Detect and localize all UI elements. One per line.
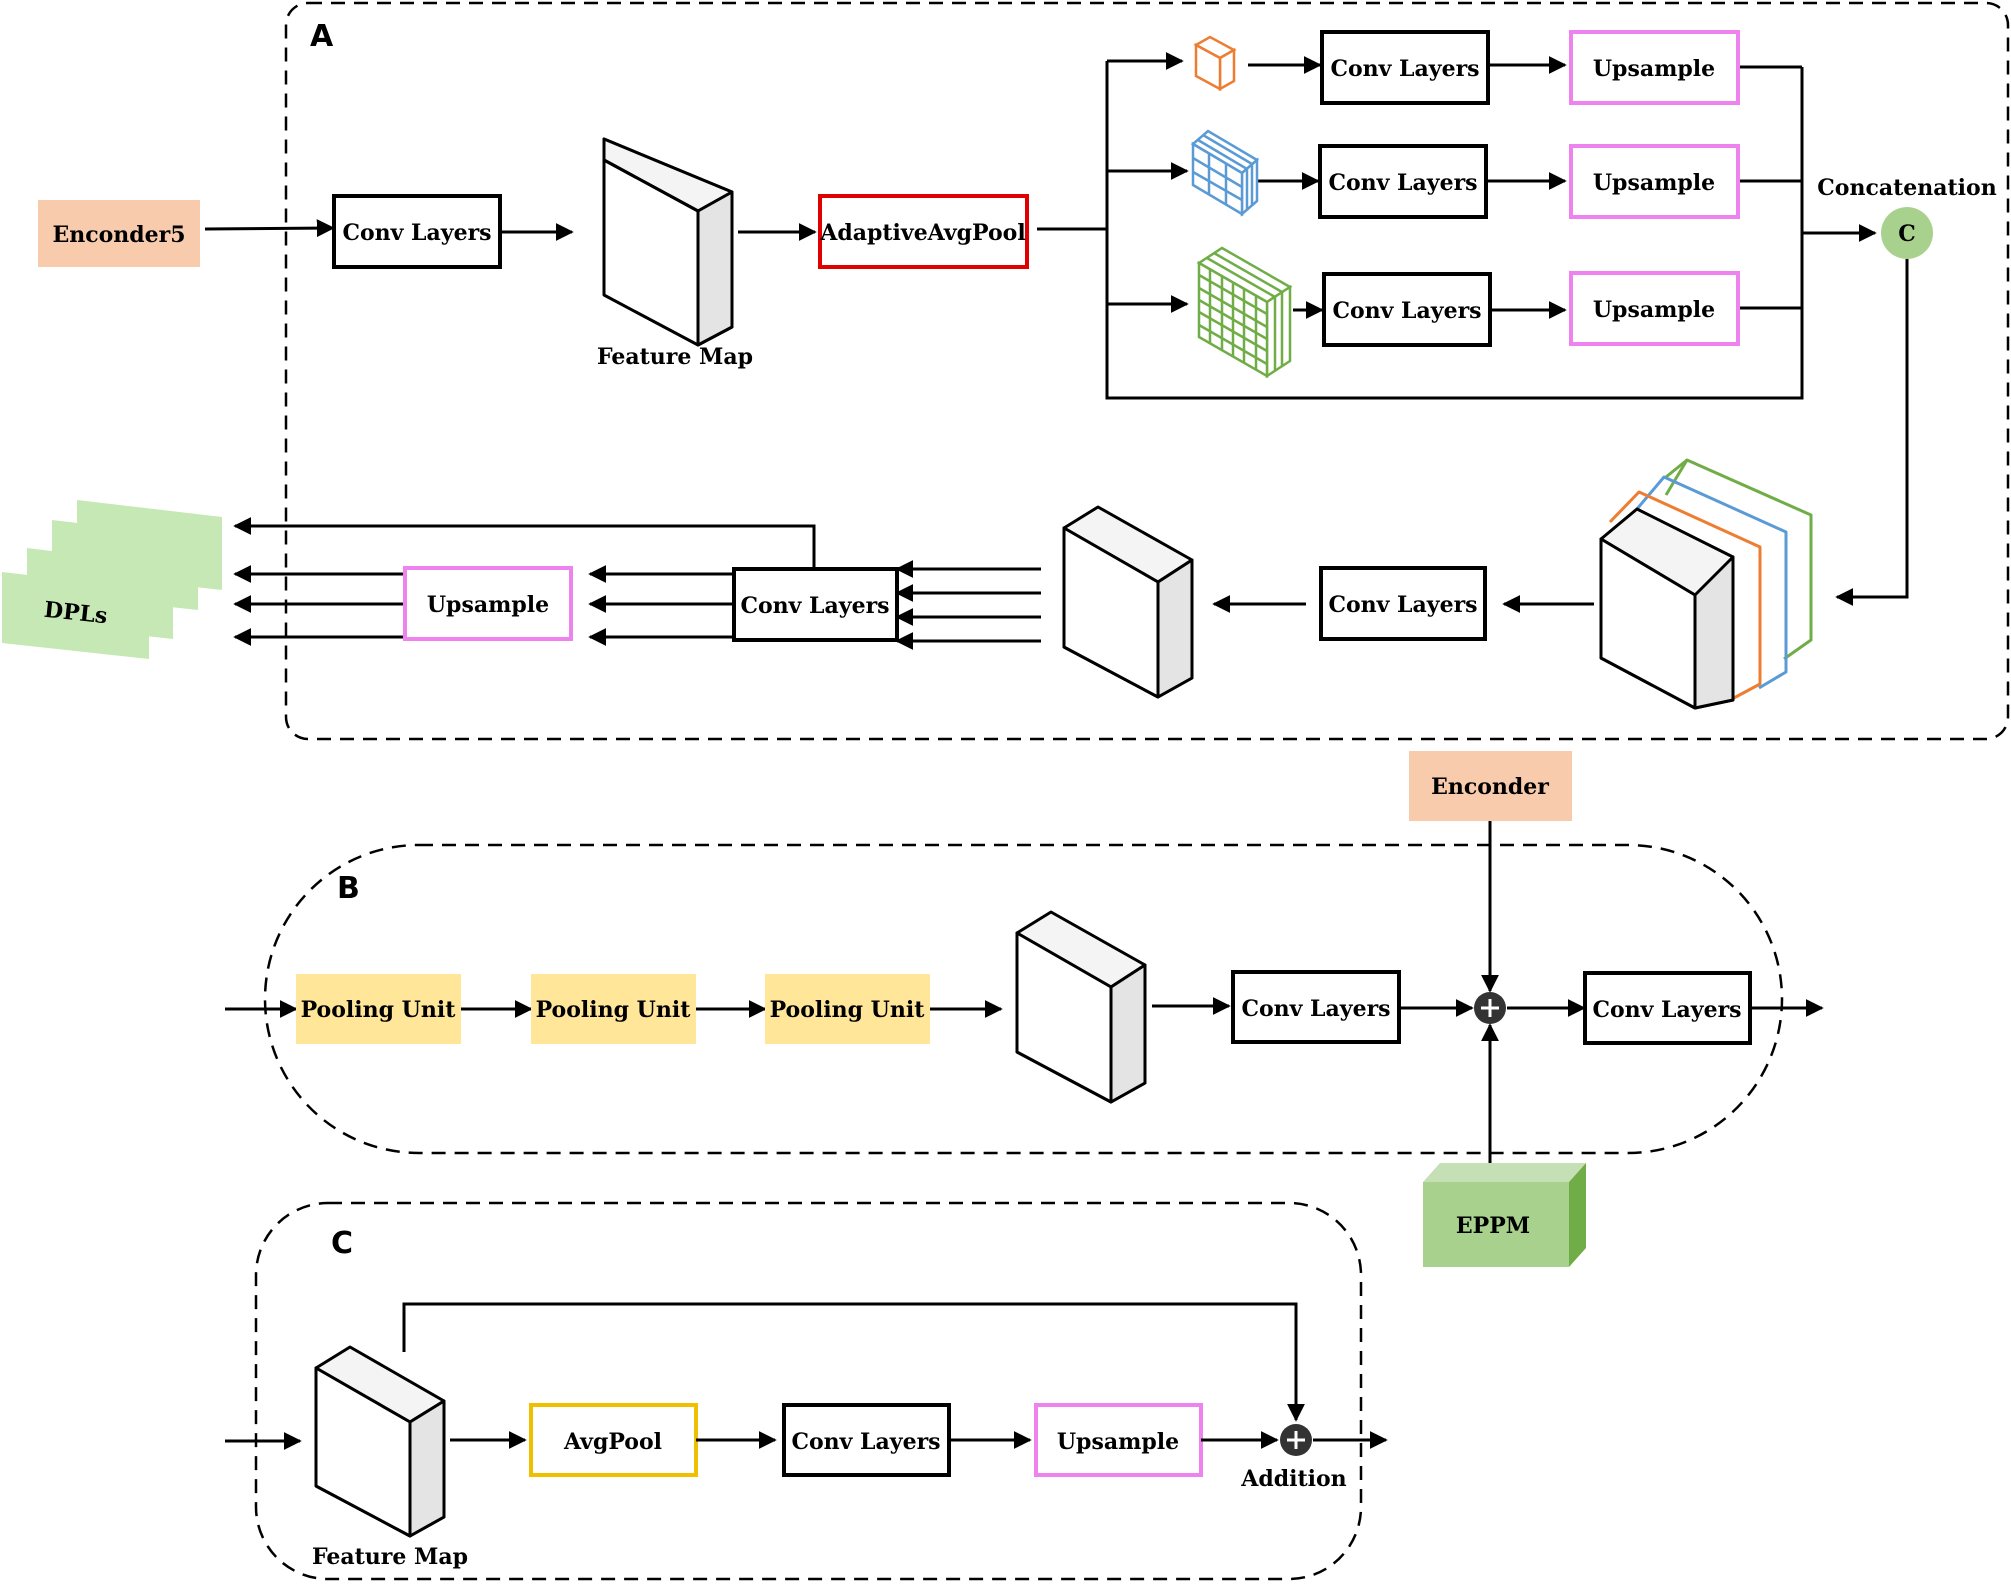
plus-icon-c [1287, 1431, 1305, 1449]
branch-conv-box-1 [1320, 30, 1490, 105]
concat-stack-cube [1599, 458, 1813, 710]
branch-upsample-text-1: Upsample [1593, 56, 1715, 82]
conv-layers-in-box [332, 194, 502, 269]
upsample-c-text: Upsample [1057, 1429, 1179, 1455]
arrow-encoder5-to-conv [204, 219, 335, 238]
conv-c-box [782, 1403, 951, 1477]
concat-node [1881, 207, 1933, 259]
arrow-concat-down [1835, 259, 1909, 606]
branch-upsample-box-3 [1569, 271, 1740, 346]
pooling-unit-text-1: Pooling Unit [301, 997, 457, 1023]
upsample-c-box [1034, 1403, 1203, 1477]
conv-layers-out-box [732, 567, 899, 642]
conv-b1-box [1231, 970, 1401, 1044]
feature-map-label-c: Feature Map [312, 1544, 468, 1570]
concat-symbol: C [1898, 221, 1916, 247]
pool-cube-6x6 [1196, 246, 1293, 379]
feature-map-label-a: Feature Map [597, 344, 753, 370]
panel-b-frame [263, 843, 1784, 1155]
encoder-block [1409, 751, 1572, 821]
conv-c-text: Conv Layers [791, 1429, 940, 1455]
branch-upsample-box-2 [1569, 144, 1740, 219]
feature-cube-a2 [1062, 505, 1194, 699]
panel-c-label: C [331, 1226, 353, 1261]
addition-label: Addition [1240, 1466, 1346, 1492]
feature-map-cube-a [602, 137, 734, 347]
panel-a: A Enconder5 Conv Layers Feature Map Adap… [2, 1, 2010, 741]
branch-upsample-text-3: Upsample [1593, 297, 1715, 323]
conv-layers-in-text: Conv Layers [342, 220, 491, 246]
avgpool-text: AvgPool [563, 1429, 662, 1455]
pooling-unit-text-3: Pooling Unit [770, 997, 926, 1023]
conv-layers-out-text: Conv Layers [740, 593, 889, 619]
branch-conv-text-2: Conv Layers [1328, 170, 1477, 196]
pooling-unit-2 [531, 974, 696, 1044]
pool-cube-1x1 [1193, 35, 1237, 92]
panel-b-label: B [337, 871, 360, 906]
pooling-unit-1 [296, 974, 461, 1044]
eppm-text: EPPM [1456, 1213, 1530, 1239]
conv-b1-text: Conv Layers [1241, 996, 1390, 1022]
conv-b2-box [1583, 971, 1752, 1045]
adaptive-avgpool-text: AdaptiveAvgPool [819, 220, 1025, 246]
arrows-to-dpls [233, 517, 816, 646]
dpls-stack [2, 500, 222, 659]
pool-cube-3x3 [1190, 129, 1260, 217]
feature-cube-b [1015, 910, 1147, 1104]
eppm-block [1423, 1163, 1586, 1267]
upsample-out-text: Upsample [427, 592, 549, 618]
branch-conv-text-1: Conv Layers [1330, 56, 1479, 82]
encoder5-block [38, 200, 200, 267]
branch-lines [1037, 52, 1877, 400]
adaptive-avgpool-box [818, 194, 1029, 269]
branch-upsample-text-2: Upsample [1593, 170, 1715, 196]
encoder-text: Enconder [1431, 774, 1549, 800]
plus-icon-b [1481, 999, 1499, 1017]
branch-conv-box-3 [1322, 272, 1492, 347]
concatenation-label: Concatenation [1817, 175, 1996, 201]
conv-after-concat-box [1319, 566, 1487, 641]
panel-a-frame [284, 1, 2010, 741]
upsample-out-box [403, 566, 573, 641]
conv-b2-text: Conv Layers [1592, 997, 1741, 1023]
panel-b: B Pooling Unit Pooling Unit Pooling Unit… [225, 751, 1824, 1267]
pooling-unit-text-2: Pooling Unit [536, 997, 692, 1023]
branch-conv-text-3: Conv Layers [1332, 298, 1481, 324]
pooling-unit-3 [765, 974, 930, 1044]
feature-cube-c [314, 1345, 446, 1538]
arrow-skip-connection [402, 1302, 1305, 1422]
panel-c-frame [254, 1201, 1363, 1581]
branch-upsample-box-1 [1569, 30, 1740, 105]
panel-c: C Feature Map AvgPool Conv Layers Upsamp… [225, 1201, 1388, 1581]
branch-conv-box-2 [1318, 144, 1488, 219]
panel-a-label: A [310, 19, 334, 54]
conv-after-concat-text: Conv Layers [1328, 592, 1477, 618]
arrows-into-conv-out [895, 560, 1041, 650]
encoder5-text: Enconder5 [52, 222, 185, 248]
